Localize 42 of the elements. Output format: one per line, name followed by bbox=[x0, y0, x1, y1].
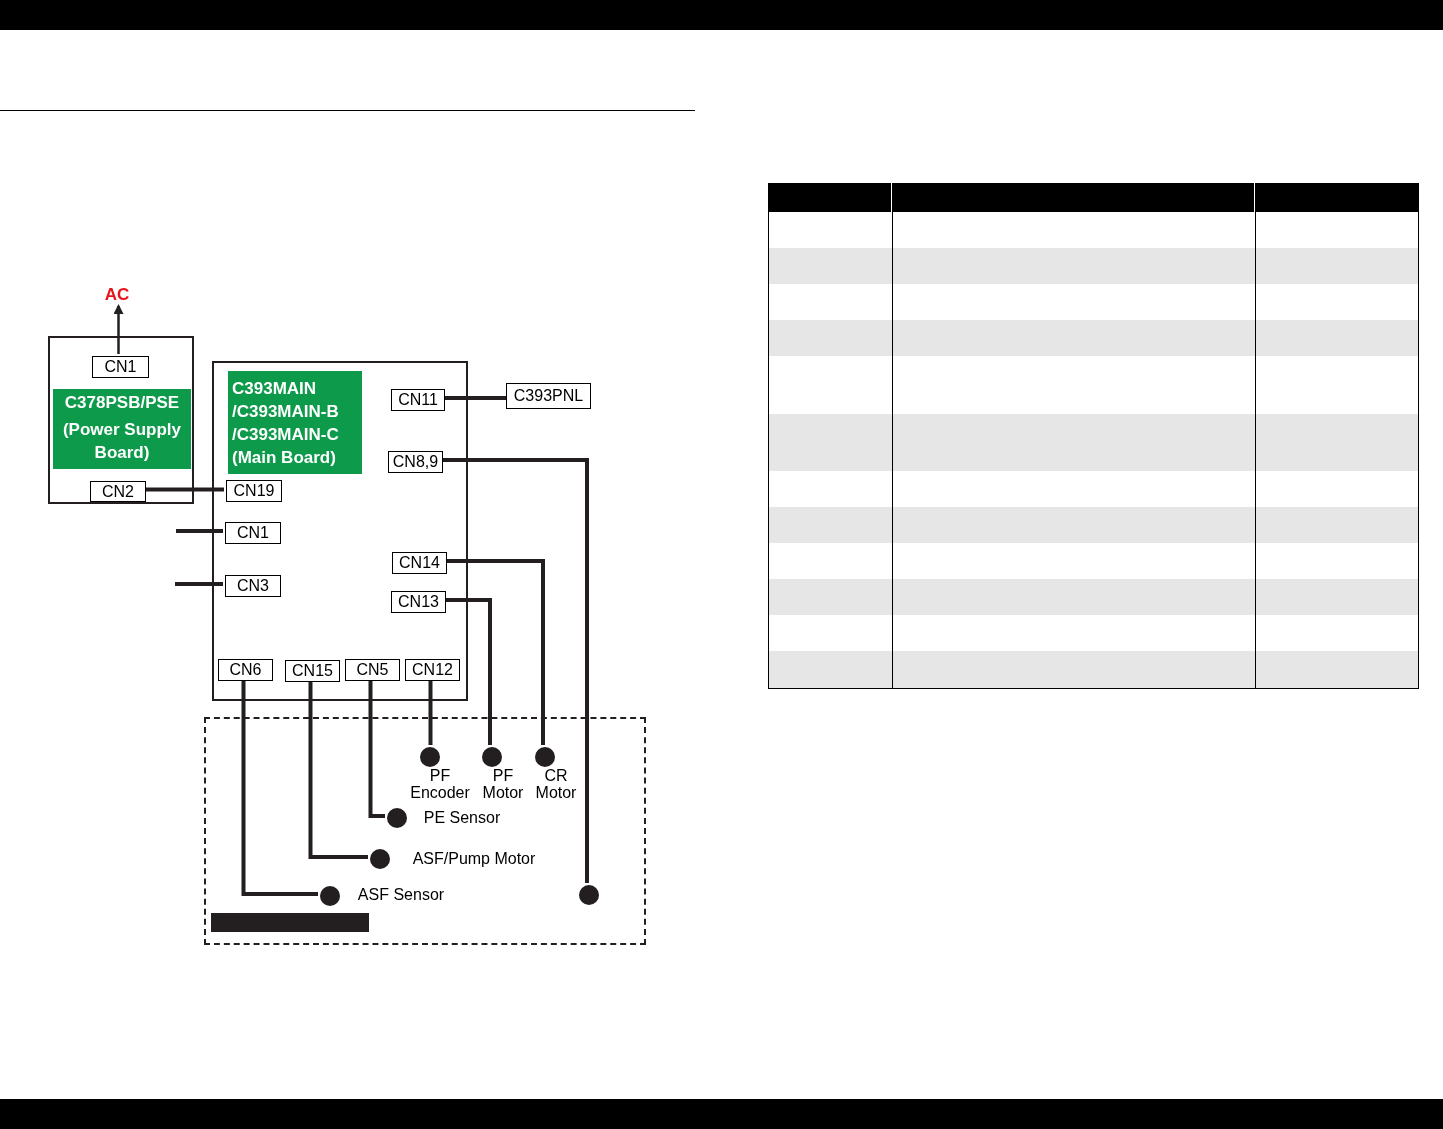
board-name: (Power Supply Board) bbox=[61, 418, 183, 464]
connector-box: CN6 bbox=[218, 659, 273, 681]
connector-box: CN1 bbox=[92, 356, 149, 378]
board-label-panel bbox=[53, 389, 191, 469]
cable-line bbox=[241, 679, 318, 896]
unit-area-outline bbox=[204, 717, 646, 945]
connector-box: CN14 bbox=[392, 552, 447, 574]
label-bar bbox=[211, 913, 369, 932]
cable-line bbox=[428, 679, 433, 745]
board-outline bbox=[212, 361, 468, 701]
component-label: ASF Sensor bbox=[356, 886, 446, 903]
component-label: CR Motor bbox=[534, 767, 578, 801]
ac-label: AC bbox=[98, 284, 136, 306]
board-name: C378PSB/PSE bbox=[63, 391, 181, 414]
connector-box: C393PNL bbox=[506, 383, 591, 409]
connector-box: CN5 bbox=[345, 659, 400, 681]
board-label-panel bbox=[228, 371, 362, 474]
connector-box: CN15 bbox=[285, 660, 340, 682]
connector-box: CN1 bbox=[225, 522, 281, 544]
cable-line bbox=[368, 679, 385, 818]
cable-line bbox=[445, 559, 545, 745]
cable-line bbox=[443, 396, 506, 400]
cable-line bbox=[175, 582, 223, 586]
arrow bbox=[113, 304, 124, 354]
board-name: C393MAIN /C393MAIN-B /C393MAIN-C (Main Board) bbox=[232, 377, 340, 469]
connector-box: CN2 bbox=[90, 481, 146, 502]
connector-box: CN13 bbox=[391, 591, 446, 613]
cable-line bbox=[308, 680, 368, 859]
connector-box: CN3 bbox=[225, 575, 281, 597]
connector-box: CN12 bbox=[405, 659, 460, 681]
cable-line bbox=[441, 458, 589, 883]
board-outline bbox=[48, 336, 194, 504]
connector-box: CN11 bbox=[391, 389, 445, 411]
component-label: PF Encoder bbox=[409, 767, 471, 801]
component-label: ASF/Pump Motor bbox=[411, 850, 537, 867]
cable-line bbox=[444, 598, 492, 745]
cable-line bbox=[176, 529, 223, 533]
connector-box: CN19 bbox=[226, 480, 282, 502]
component-label: PF Motor bbox=[481, 767, 525, 801]
cable-line bbox=[144, 487, 224, 492]
connector-box: CN8,9 bbox=[388, 451, 443, 473]
component-label: PE Sensor bbox=[422, 809, 502, 826]
